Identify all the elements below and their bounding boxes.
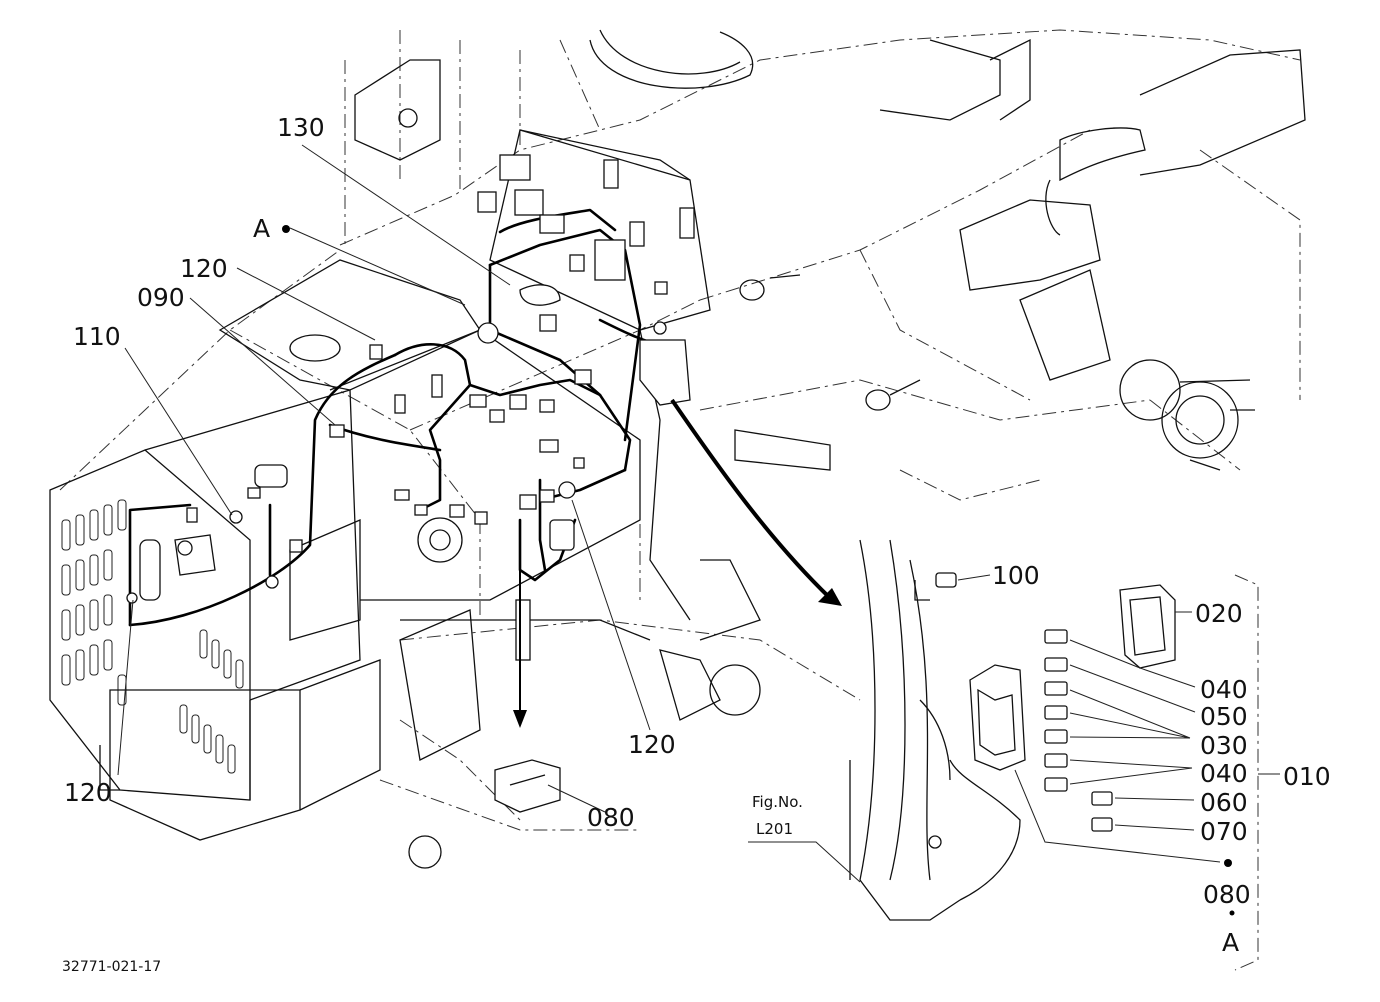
callout-120-top: 120 bbox=[180, 254, 228, 283]
marker-dot-small bbox=[1229, 910, 1235, 916]
point-marker-a-top: A bbox=[253, 214, 271, 243]
callout-070: 070 bbox=[1200, 817, 1248, 846]
callout-080-connector: 080 bbox=[587, 803, 635, 832]
callout-110: 110 bbox=[73, 322, 121, 351]
harness-components bbox=[126, 154, 695, 661]
figure-reference-label: Fig.No. bbox=[752, 793, 803, 811]
callout-120-left: 120 bbox=[64, 778, 112, 807]
callout-040-upper: 040 bbox=[1200, 675, 1248, 704]
figure-reference-number: L201 bbox=[756, 820, 793, 838]
callout-040-lower: 040 bbox=[1200, 759, 1248, 788]
marker-dot-a bbox=[282, 225, 290, 233]
tractor-phantom-outline bbox=[59, 29, 1301, 831]
callout-120-bottom: 120 bbox=[628, 730, 676, 759]
callout-leaders bbox=[117, 144, 1280, 883]
tractor-structure bbox=[49, 29, 1306, 869]
detail-inset bbox=[494, 539, 1259, 971]
marker-dot-080 bbox=[1224, 859, 1232, 867]
point-marker-a-bottom: A bbox=[1222, 928, 1240, 957]
callout-030: 030 bbox=[1200, 731, 1248, 760]
callout-050: 050 bbox=[1200, 702, 1248, 731]
drawing-number: 32771-021-17 bbox=[62, 959, 162, 975]
callout-080-inset: 080 bbox=[1203, 880, 1251, 909]
callout-060: 060 bbox=[1200, 788, 1248, 817]
callout-020: 020 bbox=[1195, 599, 1243, 628]
callout-100: 100 bbox=[992, 561, 1040, 590]
detail-arrows bbox=[513, 398, 842, 728]
callout-130: 130 bbox=[277, 113, 325, 142]
callout-090: 090 bbox=[137, 283, 185, 312]
callout-010: 010 bbox=[1283, 762, 1331, 791]
